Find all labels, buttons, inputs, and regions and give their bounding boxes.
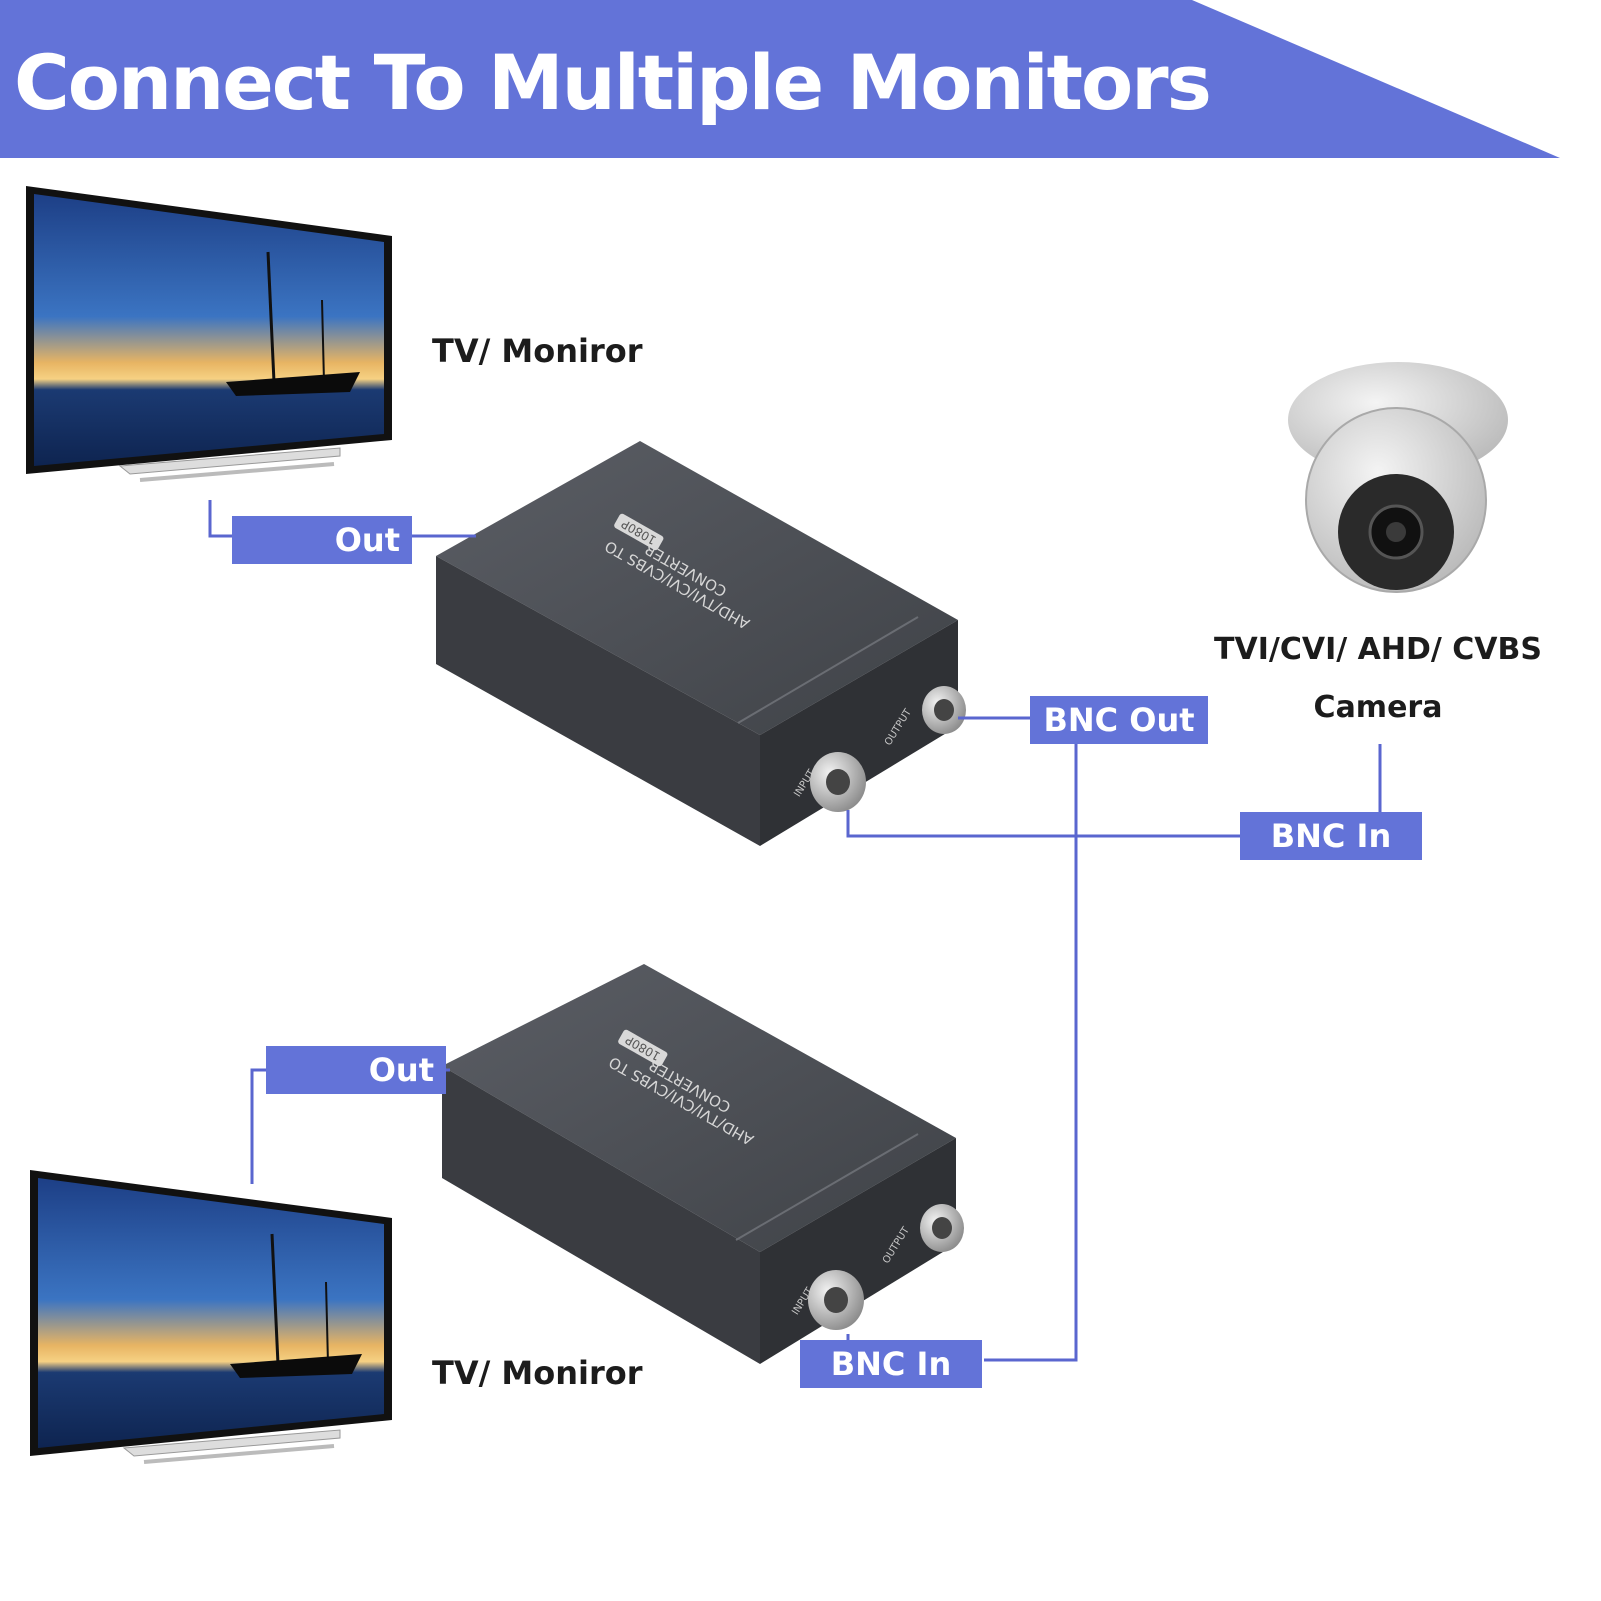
bnc-in-tag-bottom: BNC In [800, 1340, 982, 1388]
bnc-connector-icon [808, 1204, 964, 1330]
page-title: Connect To Multiple Monitors [14, 38, 1212, 127]
tv-monitor-label-bottom: TV/ Moniror [432, 1354, 643, 1392]
dome-camera-icon [1288, 362, 1508, 593]
tv-monitor-label-top: TV/ Moniror [432, 332, 643, 370]
camera-label-line1: TVI/CVI/ AHD/ CVBS [1214, 632, 1542, 667]
tv-monitor-icon [30, 1170, 392, 1464]
tv-monitor-icon [26, 186, 392, 482]
out-tag-top: Out [232, 516, 412, 564]
converter-box-icon [436, 441, 958, 846]
camera-label-line2: Camera [1313, 690, 1443, 725]
out-tag-bottom: Out [266, 1046, 446, 1094]
converter-box-icon [442, 964, 956, 1364]
bnc-out-tag: BNC Out [1030, 696, 1208, 744]
header-banner [0, 0, 1560, 158]
bnc-connector-icon [810, 686, 966, 812]
bnc-in-tag-top: BNC In [1240, 812, 1422, 860]
